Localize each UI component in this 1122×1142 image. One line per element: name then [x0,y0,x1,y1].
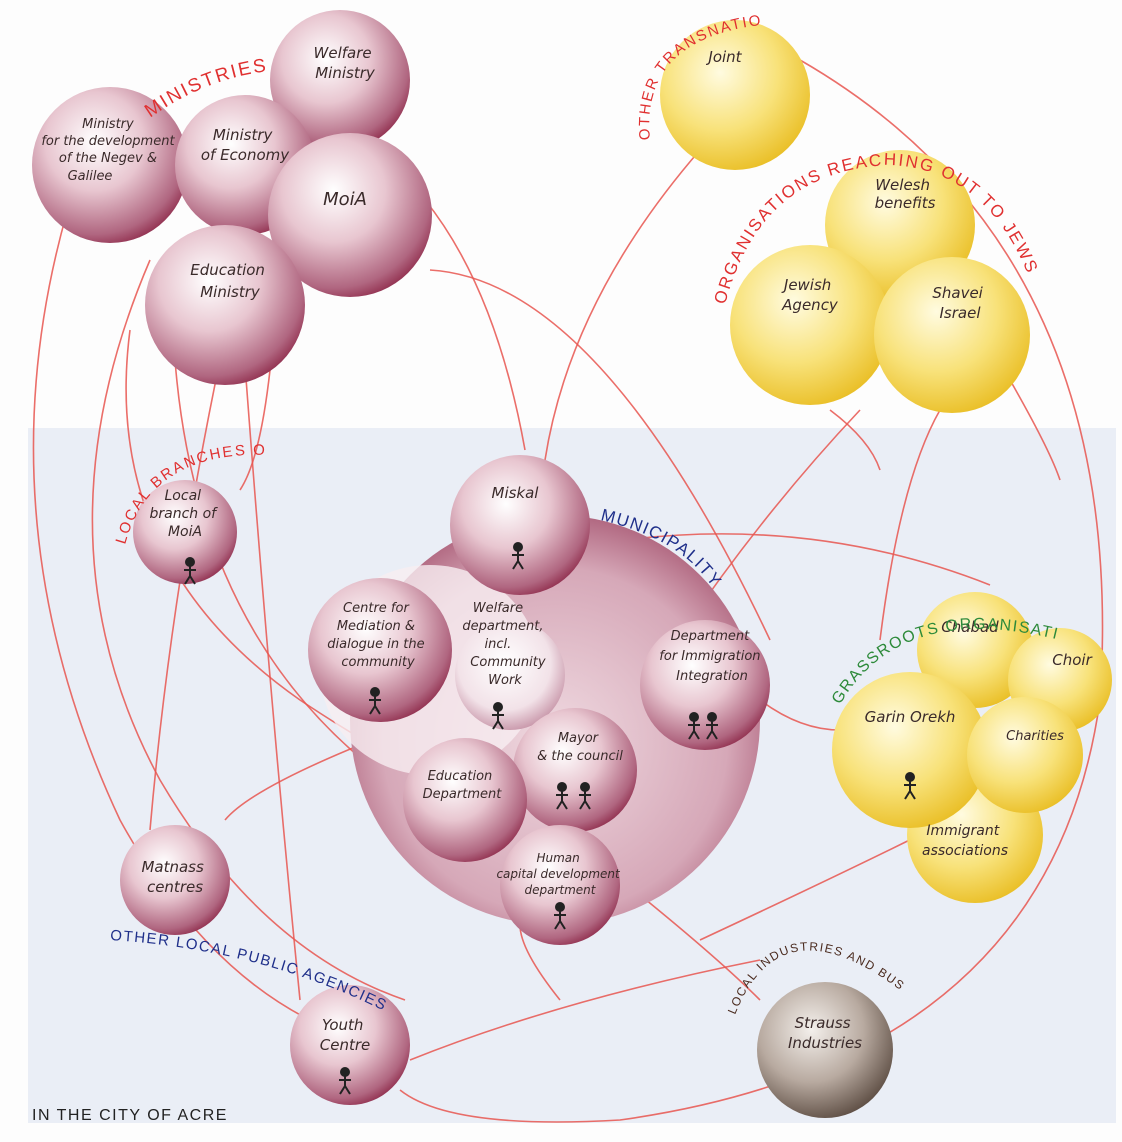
local-moia-node [133,480,237,584]
label-miskal: Miskal [492,484,540,502]
label-centre-mediation: Centre for Mediation & dialogue in the c… [327,601,428,670]
person-icon [184,557,196,585]
education-dept-node [403,738,527,862]
matnass-node [120,825,230,935]
strauss-node [757,982,893,1118]
dept-immigration-node [640,620,770,750]
ministries-cluster [32,10,432,385]
youth-centre-node [290,985,410,1105]
garin-orekh-node [832,672,988,828]
label-jewish-agency: Jewish Agency [781,276,839,314]
label-local-moia: Local branch of MoiA [149,488,220,540]
person-icon [512,542,524,570]
label-garin-orekh: Garin Orekh [865,708,956,726]
mayor-node [513,708,637,832]
ministry-negev-node [32,87,188,243]
jewish-orgs-cluster [660,20,1030,413]
label-mayor: Mayor & the council [537,731,623,764]
chabad-node [917,592,1033,708]
shavei-israel-node [874,257,1030,413]
joint-node [660,20,810,170]
person-icon [688,712,700,740]
person-icon [554,902,566,930]
welfare-dept-node [455,620,565,730]
person-icon [556,782,568,810]
label-moia: MoiA [323,189,367,210]
label-joint: Joint [705,48,742,66]
label-shavei-israel: Shavei Israel [932,284,987,322]
person-icon [579,782,591,810]
label-education-dept: Education Department [423,769,503,802]
jewish-agency-node [730,245,890,405]
person-icons [184,542,916,1095]
label-welfare-dept: Welfare department, incl. Community Work [462,601,549,688]
education-ministry-node [145,225,305,385]
person-icon [339,1067,351,1095]
person-icon [369,687,381,715]
city-label: IN THE CITY OF ACRE [32,1107,228,1124]
label-chabad: Chabad [941,618,999,636]
welfare-ministry-node [270,10,410,150]
label-dept-immigration: Department for Immigration Integration [659,629,764,684]
centre-mediation-node [308,578,452,722]
person-icon [904,772,916,800]
moia-node [268,133,432,297]
miskal-node [450,455,590,595]
label-immigrant-assoc: Immigrant associations [922,823,1008,859]
person-icon [492,702,504,730]
label-strauss: Strauss Industries [788,1014,862,1052]
label-choir: Choir [1052,651,1092,669]
label-ministry-economy: Ministry of Economy [201,126,290,164]
label-welfare-ministry: Welfare Ministry [314,44,377,82]
links [32,59,1104,1123]
label-charities: Charities [1006,729,1064,744]
charities-node [967,697,1083,813]
label-education-ministry: Education Ministry [190,261,269,301]
label-youth-centre: Youth Centre [320,1016,371,1054]
grassroots-cluster [832,592,1112,903]
person-icon [706,712,718,740]
label-ministry-negev: Ministry for the development of the Nege… [41,117,178,184]
label-matnass: Matnass centres [141,858,208,896]
label-welesh: Welesh benefits [875,176,936,212]
municipality-cluster [308,455,770,945]
node-labels: Welfare Ministry Ministry for the develo… [41,44,1092,1054]
label-human-capital: Human capital development department [496,851,623,897]
human-capital-node [500,825,620,945]
